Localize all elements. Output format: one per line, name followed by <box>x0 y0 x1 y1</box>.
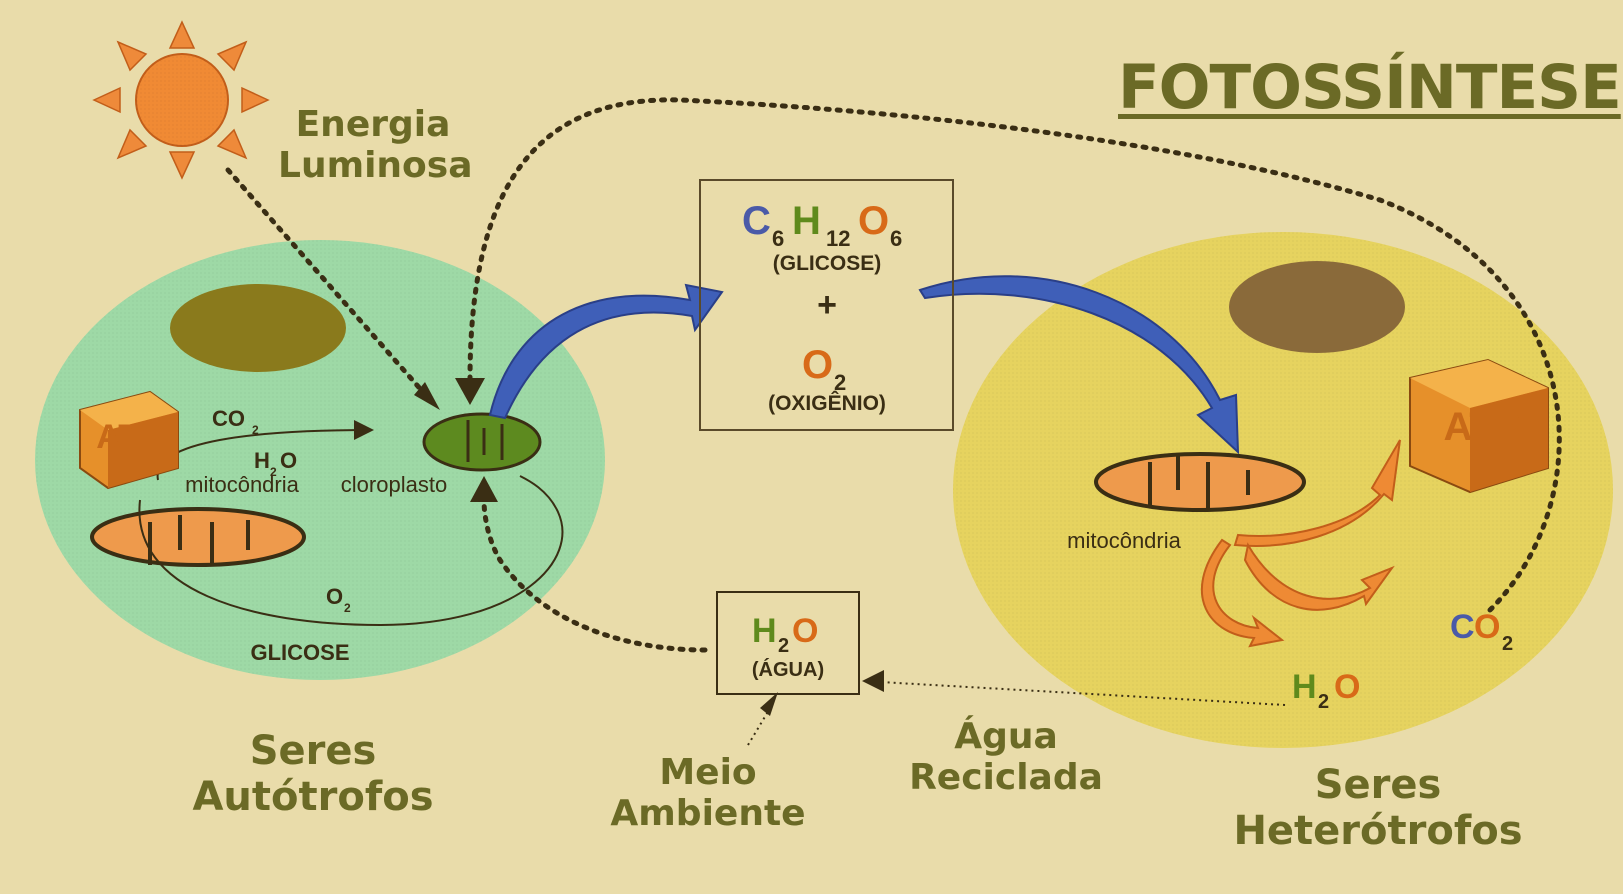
autotroph-mitochondria <box>90 507 306 567</box>
oxygen-name: (OXIGÊNIO) <box>768 391 886 415</box>
page-title: FOTOSSÍNTESE <box>1118 52 1622 123</box>
water-sub: 2 <box>778 635 789 657</box>
glucose-carbon: C <box>742 199 771 243</box>
hetero-h2o-o: O <box>1334 668 1360 706</box>
environment-arrow <box>747 692 778 746</box>
heterotroph-mitochondria <box>1094 452 1306 512</box>
water-box <box>716 591 860 695</box>
auto-mitochondria-label: mitocôndria <box>185 472 299 497</box>
products-box <box>699 179 954 431</box>
auto-atp-text: ATP <box>96 418 161 456</box>
atp-icon-autotroph <box>79 390 179 490</box>
auto-h2o-o: O <box>280 448 297 473</box>
energy-label: Energia Luminosa <box>278 104 473 187</box>
glucose-oxygen: O <box>858 199 889 243</box>
autotroph-nucleus <box>170 284 346 372</box>
hetero-co2-o: O <box>1474 608 1500 646</box>
glucose-name: (GLICOSE) <box>773 252 882 275</box>
water-hydrogen: H <box>752 612 777 650</box>
auto-co2: CO <box>212 406 245 431</box>
recycled-water-arrow <box>862 670 1286 706</box>
recycled-water-label-line1: Água <box>954 716 1058 757</box>
energy-label-line2: Luminosa <box>278 145 473 187</box>
hetero-co2-c: C <box>1450 608 1475 646</box>
glucose-hydrogen-sub: 12 <box>826 226 850 251</box>
autotrophs-label: Seres Autótrofos <box>192 728 434 820</box>
hetero-mitochondria-label: mitocôndria <box>1067 528 1181 553</box>
water-oxygen: O <box>792 612 818 650</box>
hetero-atp-text: ATP <box>1443 405 1520 449</box>
plus-sign: + <box>817 286 837 324</box>
co2-return-arrow <box>455 97 1562 613</box>
auto-co2-sub: 2 <box>252 423 259 437</box>
light-energy-arrow <box>225 167 440 410</box>
chloroplast <box>422 412 542 472</box>
environment-label-line2: Ambiente <box>610 793 806 835</box>
auto-h2o-h: H <box>254 448 270 473</box>
water-name: (ÁGUA) <box>752 658 824 681</box>
chloroplast-label: cloroplasto <box>341 472 447 497</box>
autotroph-cell <box>35 240 605 680</box>
hetero-h2o-h: H <box>1292 668 1317 706</box>
atp-icon-heterotroph <box>1409 358 1549 494</box>
auto-o2: O <box>326 584 343 609</box>
energy-release-arrows <box>1200 439 1401 648</box>
water-input-arrow <box>470 476 708 653</box>
glucose-output-arrow <box>488 283 724 420</box>
auto-glucose: GLICOSE <box>250 640 349 665</box>
environment-label: Meio Ambiente <box>608 752 808 835</box>
glucose-oxygen-sub: 6 <box>890 226 902 251</box>
hetero-co2-sub: 2 <box>1502 633 1513 655</box>
hetero-h2o-sub: 2 <box>1318 691 1329 713</box>
glucose-input-arrow <box>918 275 1240 455</box>
oxygen-symbol: O <box>802 343 833 387</box>
environment-label-line1: Meio <box>659 752 757 793</box>
auto-o2-sub: 2 <box>344 601 351 615</box>
sun-icon <box>92 20 270 180</box>
oxygen-sub: 2 <box>834 370 846 395</box>
glucose-hydrogen: H <box>792 199 821 243</box>
heterotroph-cell <box>953 232 1613 748</box>
energy-label-line1: Energia <box>295 104 451 145</box>
glucose-carbon-sub: 6 <box>772 226 784 251</box>
recycled-water-label-line2: Reciclada <box>909 757 1103 799</box>
recycled-water-label: Água Reciclada <box>906 716 1106 799</box>
auto-h2o-sub: 2 <box>270 465 277 479</box>
heterotrophs-label: Seres Heterótrofos <box>1233 762 1523 854</box>
heterotroph-nucleus <box>1229 261 1405 353</box>
